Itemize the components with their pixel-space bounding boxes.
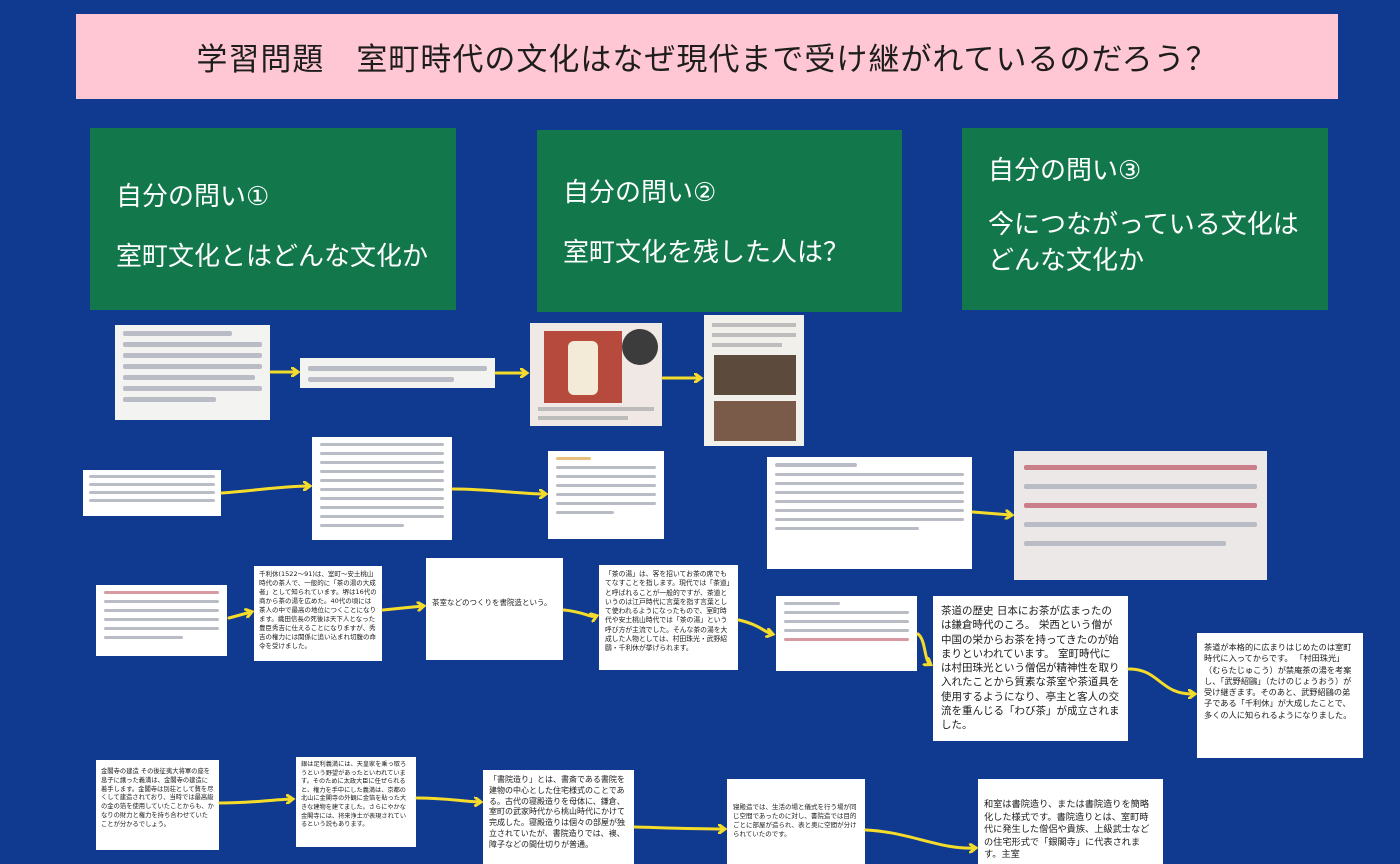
note-shinden-text: 寝殿造では、生活の場と儀式を行う場が同じ空間であったのに対し、書院造では目的ごと… [733, 803, 857, 838]
note-washitsu-text: 和室は書院造り、または書院造りを簡略化した様式です。書院造りとは、室町時代に発生… [984, 799, 1150, 861]
note-image-web-page[interactable] [767, 457, 972, 569]
arrow-16 [864, 828, 975, 848]
note-shoin-word-text: 茶室などのつくりを書院造という。 [432, 598, 552, 607]
arrow-7 [227, 612, 251, 620]
arrow-5 [451, 487, 545, 494]
note-yoshimitsu-text: 銀は足利義満には、天皇家を乗っ取ろうという野望があったといわれています。そのため… [301, 761, 407, 829]
note-card-washitsu[interactable]: 和室は書院造り、または書院造りを簡略化した様式です。書院造りとは、室町時代に発生… [978, 779, 1163, 864]
question-card-3[interactable]: 自分の問い③ 今につながっている文化はどんな文化か [962, 128, 1328, 310]
arrow-15 [633, 827, 724, 829]
note-tea-history-text: 茶道の歴史 日本にお茶が広まったのは鎌倉時代のころ。 栄西という僧が中国の栄から… [941, 605, 1120, 732]
note-card-shinden[interactable]: 寝殿造では、生活の場と儀式を行う場が同じ空間であったのに対し、書院造では目的ごと… [727, 779, 865, 864]
note-sen-no-rikyu-text: 千利休(1522〜91)は、室町〜安土桃山時代の茶人で、一般的に「茶の湯の大成者… [259, 570, 377, 650]
arrow-9 [562, 608, 596, 616]
note-card-sen-no-rikyu[interactable]: 千利休(1522〜91)は、室町〜安土桃山時代の茶人で、一般的に「茶の湯の大成者… [254, 566, 382, 661]
question-1-text: 室町文化とはどんな文化か [116, 242, 429, 272]
note-image-tea-history[interactable] [776, 596, 917, 671]
arrow-13 [218, 799, 292, 805]
note-image-encyclopedia[interactable] [548, 451, 664, 539]
note-tea-spread-text: 茶道が本格的に広まりはじめたのは室町時代に入ってからです。 「村田珠光」（むらた… [1204, 642, 1352, 720]
arrow-12 [1127, 667, 1194, 694]
question-card-2[interactable]: 自分の問い② 室町文化を残した人は？ [537, 130, 902, 312]
question-1-heading: 自分の問い① [116, 182, 270, 212]
note-image-article[interactable] [312, 437, 452, 540]
arrow-4 [220, 486, 309, 495]
note-chanoyu-text: 「茶の湯」は、客を招いてお茶の席でもてなすことを指します。現代では「茶道」と呼ば… [605, 570, 731, 653]
arrow-8 [381, 606, 423, 610]
arrow-10 [737, 618, 772, 634]
note-image-highlighted-text[interactable] [1014, 451, 1267, 580]
question-3-text: 今につながっている文化はどんな文化か [988, 210, 1299, 276]
note-card-yoshimitsu[interactable]: 銀は足利義満には、天皇家を乗っ取ろうという野望があったといわれています。そのため… [296, 757, 416, 847]
note-card-tea-spread[interactable]: 茶道が本格的に広まりはじめたのは室町時代に入ってからです。 「村田珠光」（むらた… [1197, 633, 1363, 758]
note-image-sen-no-rikyu[interactable] [96, 585, 227, 656]
question-3-heading: 自分の問い③ [988, 156, 1142, 186]
note-image-snippet[interactable] [300, 358, 495, 388]
arrow-14 [415, 796, 480, 802]
note-card-kinkakuji[interactable]: 金閣寺の建造 その後征夷大将軍の座を息子に譲った義満は、金閣寺の建造に着手します… [96, 760, 219, 850]
arrow-11 [916, 632, 930, 664]
question-card-1[interactable]: 自分の問い① 室町文化とはどんな文化か [90, 128, 456, 310]
photo-noh-performance[interactable] [530, 323, 662, 426]
note-image-table[interactable] [83, 470, 221, 516]
note-card-shoinzukuri[interactable]: 「書院造り」とは、書斎である書院を建物の中心とした住宅様式のことである。古代の寝… [483, 770, 634, 864]
note-card-tea-history[interactable]: 茶道の歴史 日本にお茶が広まったのは鎌倉時代のころ。 栄西という僧が中国の栄から… [933, 596, 1128, 741]
page-title: 学習問題 室町時代の文化はなぜ現代まで受け継がれているのだろう？ [196, 42, 1218, 78]
photo-textbook-page[interactable] [704, 315, 804, 446]
note-kinkakuji-text: 金閣寺の建造 その後征夷大将軍の座を息子に譲った義満は、金閣寺の建造に着手します… [101, 768, 214, 828]
question-2-text: 室町文化を残した人は？ [563, 238, 850, 268]
title-banner: 学習問題 室町時代の文化はなぜ現代まで受け継がれているのだろう？ [76, 14, 1338, 99]
note-card-chanoyu[interactable]: 「茶の湯」は、客を招いてお茶の席でもてなすことを指します。現代では「茶道」と呼ば… [599, 565, 738, 670]
note-shoinzukuri-text: 「書院造り」とは、書斎である書院を建物の中心とした住宅様式のことである。古代の寝… [489, 775, 625, 849]
question-2-heading: 自分の問い② [563, 178, 717, 208]
arrow-6 [971, 512, 1011, 515]
note-card-shoin-word[interactable]: 茶室などのつくりを書院造という。 [426, 558, 563, 660]
note-image-muromachi-text[interactable] [115, 325, 270, 420]
